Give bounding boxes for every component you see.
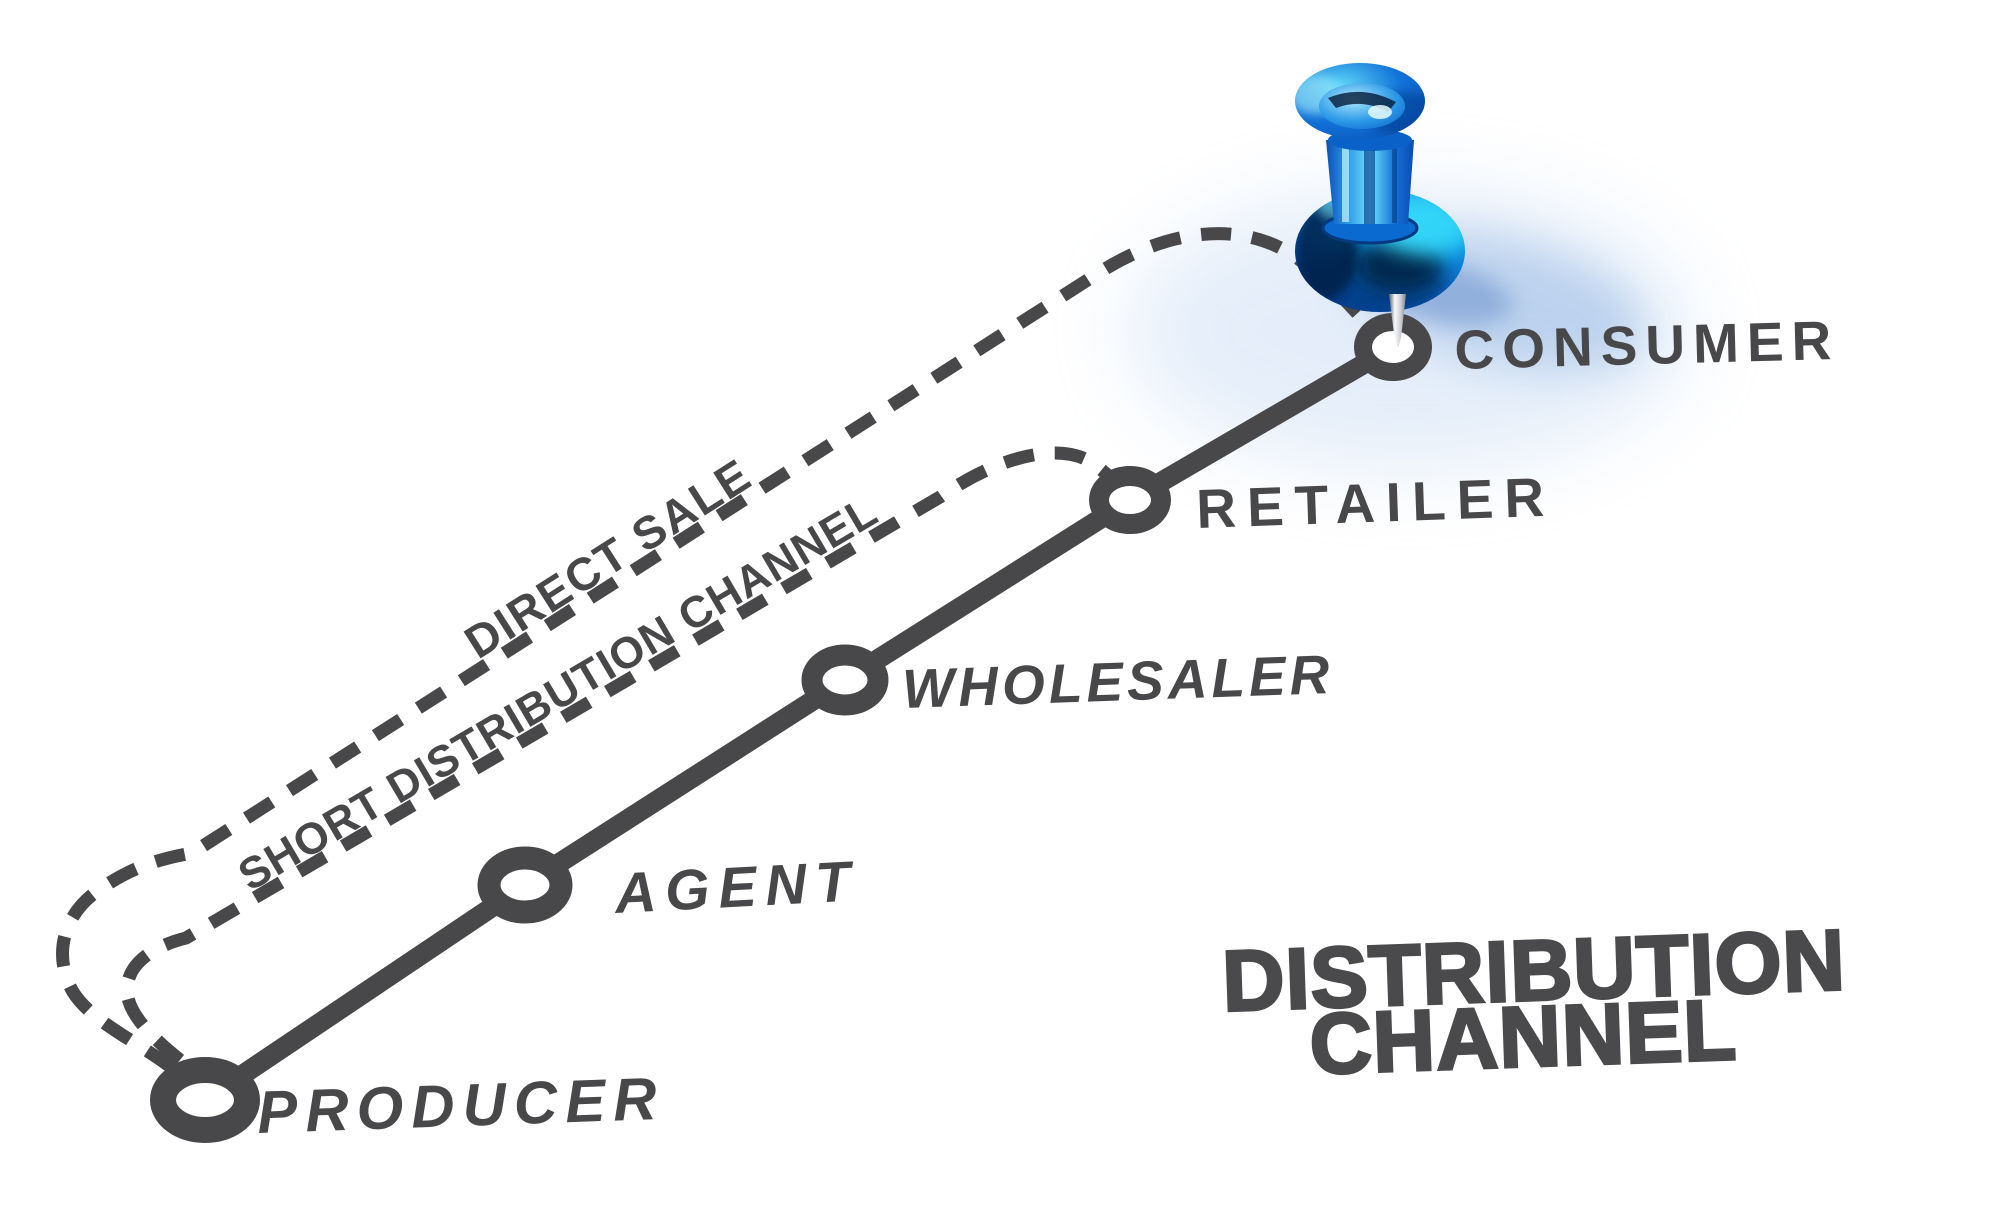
- short-channel-dashed-path: [120, 446, 1130, 1066]
- agent-label: AGENT: [611, 849, 861, 926]
- consumer-node: [1354, 313, 1432, 381]
- retailer-node: [1089, 466, 1171, 534]
- consumer-label: CONSUMER: [1454, 309, 1840, 381]
- title-line-2: CHANNEL: [1308, 982, 1739, 1093]
- title-line-1: DISTRIBUTION: [1221, 912, 1848, 1030]
- pushpin-needle: [1389, 294, 1406, 348]
- wholesaler-label: WHOLESALER: [901, 643, 1334, 720]
- producer-node: [150, 1057, 260, 1143]
- pushpin-head: [1295, 63, 1425, 139]
- agent-node: [477, 846, 573, 924]
- retailer-label: RETAILER: [1195, 466, 1556, 540]
- producer-label: PRODUCER: [256, 1065, 665, 1146]
- diagram-title: DISTRIBUTION CHANNEL: [1219, 911, 1849, 1095]
- pushpin-neck: [1326, 129, 1414, 224]
- wholesaler-node: [801, 644, 889, 716]
